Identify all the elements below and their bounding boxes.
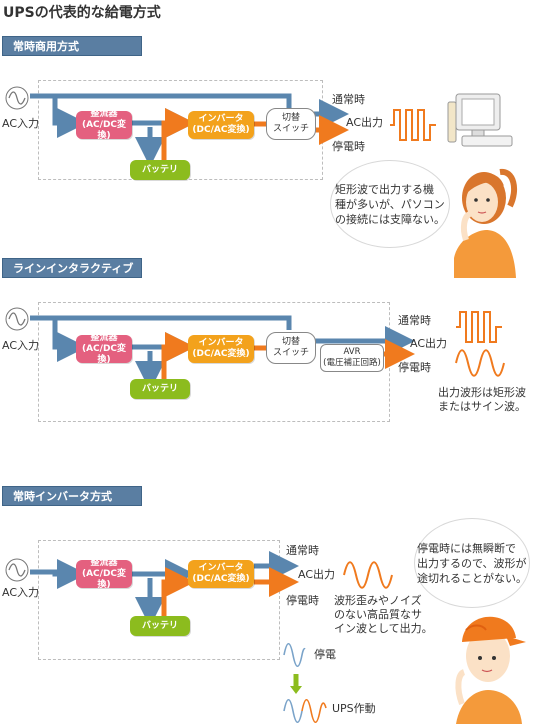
bubble-1-line-3: の接続には支障ない。	[335, 212, 445, 226]
square-wave-icon	[456, 311, 502, 343]
ac-output-label: AC出力	[410, 337, 448, 350]
ups-legend-label: UPS作動	[332, 702, 376, 715]
sine-wave-icon	[343, 561, 393, 589]
ac-source-icon	[5, 558, 29, 582]
inverter-sublabel: (DC/AC変換)	[192, 125, 250, 135]
square-wave-icon	[390, 109, 436, 141]
output-note-line-2: またはサイン波。	[438, 400, 526, 413]
inverter-block: インバータ (DC/AC変換)	[188, 335, 254, 363]
rectifier-label: 整流器	[90, 332, 118, 343]
output-note-line-3: イン波として出力。	[334, 622, 433, 635]
inverter-block: インバータ (DC/AC変換)	[188, 111, 254, 139]
bubble-2-line-2: 出力するので、波形が	[417, 556, 527, 570]
bubble-1-line-2: 種が多いが、パソコン	[335, 197, 445, 211]
output-note-line-1: 波形歪みやノイズ	[334, 594, 422, 607]
normal-label: 通常時	[398, 314, 431, 327]
inverter-label: インバータ	[198, 563, 244, 573]
output-note: 波形歪みやノイズ のない高品質なサ イン波として出力。	[334, 594, 433, 636]
normal-label: 通常時	[286, 544, 319, 557]
avr-sublabel: (電圧補正回路)	[323, 358, 381, 368]
switch-label: 切替	[281, 337, 300, 347]
ac-input-label: AC入力	[2, 117, 40, 130]
computer-icon	[447, 93, 513, 147]
rectifier-label: 整流器	[90, 557, 118, 568]
rectifier-sublabel: (AC/DC変換)	[81, 343, 127, 365]
rectifier-block: 整流器 (AC/DC変換)	[76, 332, 132, 365]
outage-label: 停電時	[286, 594, 319, 607]
ups-wave-icon	[283, 698, 327, 724]
inverter-label: インバータ	[198, 114, 244, 124]
ac-input-label: AC入力	[2, 586, 40, 599]
battery-block: バッテリ	[130, 160, 190, 180]
switch-label: 切替	[281, 113, 300, 123]
outage-label: 停電時	[398, 361, 431, 374]
battery-label: バッテリ	[141, 383, 178, 394]
ac-input-label: AC入力	[2, 339, 40, 352]
rectifier-block: 整流器 (AC/DC変換)	[76, 557, 132, 590]
output-note-line-2: のない高品質なサ	[334, 608, 422, 621]
rectifier-sublabel: (AC/DC変換)	[81, 568, 127, 590]
woman-illustration	[454, 168, 518, 278]
page-title: UPSの代表的な給電方式	[3, 5, 161, 21]
ac-output-label: AC出力	[346, 116, 384, 129]
speech-bubble-2: 停電時には無瞬断で 出力するので、波形が 途切れることがない。	[414, 518, 530, 608]
outage-legend-label: 停電	[314, 648, 336, 661]
outage-wave-icon	[283, 642, 306, 668]
transfer-switch: 切替 スイッチ	[266, 108, 316, 140]
avr-block: AVR (電圧補正回路)	[320, 344, 384, 372]
inverter-sublabel: (DC/AC変換)	[192, 574, 250, 584]
switch-sublabel: スイッチ	[272, 348, 309, 358]
avr-label: AVR	[343, 347, 361, 357]
output-note-line-1: 出力波形は矩形波	[438, 386, 526, 399]
rectifier-sublabel: (AC/DC変換)	[81, 119, 127, 141]
sine-wave-icon	[455, 349, 505, 377]
outage-label: 停電時	[332, 140, 365, 153]
output-note: 出力波形は矩形波 またはサイン波。	[438, 386, 526, 414]
rectifier-label: 整流器	[90, 108, 118, 119]
ac-output-label: AC出力	[298, 568, 336, 581]
switch-sublabel: スイッチ	[272, 124, 309, 134]
section-title-2: ラインインタラクティブ方式	[2, 258, 142, 295]
battery-label: バッテリ	[141, 620, 178, 631]
ac-source-icon	[5, 86, 29, 110]
rectifier-block: 整流器 (AC/DC変換)	[76, 108, 132, 141]
battery-block: バッテリ	[130, 616, 190, 636]
section-title-1: 常時商用方式	[2, 36, 142, 56]
inverter-block: インバータ (DC/AC変換)	[188, 560, 254, 588]
ac-source-icon	[5, 307, 29, 331]
inverter-label: インバータ	[198, 338, 244, 348]
inverter-sublabel: (DC/AC変換)	[192, 349, 250, 359]
bubble-2-line-1: 停電時には無瞬断で	[417, 541, 516, 555]
battery-block: バッテリ	[130, 379, 190, 399]
bubble-1-line-1: 矩形波で出力する機	[335, 182, 434, 196]
system-boundary-3	[38, 540, 280, 660]
bubble-2-line-3: 途切れることがない。	[417, 571, 527, 585]
worker-illustration	[455, 616, 526, 724]
normal-label: 通常時	[332, 93, 365, 106]
transfer-switch: 切替 スイッチ	[266, 332, 316, 364]
battery-label: バッテリ	[141, 164, 178, 175]
section-title-3: 常時インバータ方式	[2, 486, 142, 506]
speech-bubble-1: 矩形波で出力する機 種が多いが、パソコン の接続には支障ない。	[330, 160, 450, 248]
